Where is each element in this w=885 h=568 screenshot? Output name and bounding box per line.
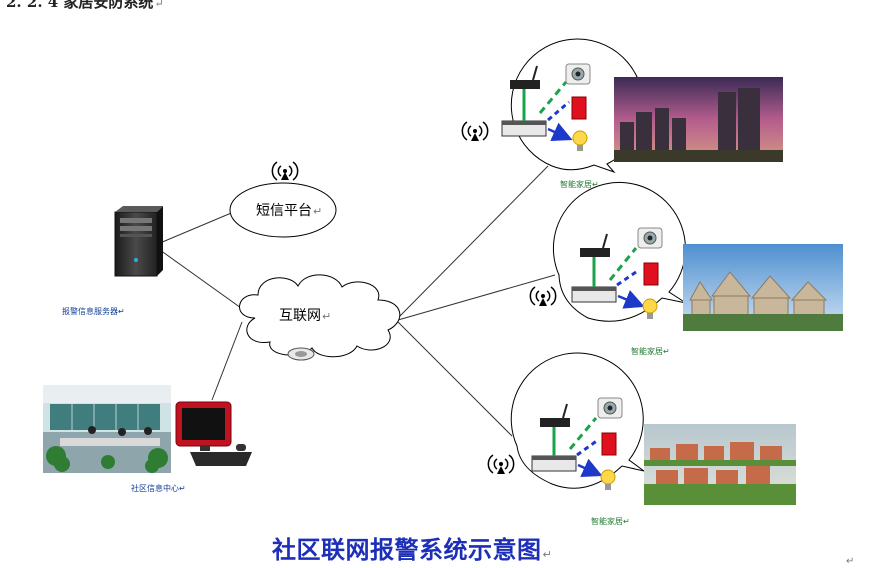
smart-home-label-2: 智能家居↵: [631, 346, 670, 357]
bulb-icon: [572, 130, 588, 151]
alarm-server-text: 报警信息服务器: [62, 307, 118, 316]
sms-platform-text: 短信平台: [256, 203, 312, 219]
smart-home-1: [461, 38, 644, 174]
para-mark: ↵: [118, 307, 125, 316]
internet-to-home3-line: [397, 321, 513, 437]
center-to-internet-line: [211, 321, 243, 401]
server-icon: [114, 206, 163, 277]
internet-text: 互联网: [279, 308, 321, 324]
router-icon: [531, 403, 577, 472]
smart-home-text: 智能家居: [560, 180, 592, 189]
router-icon: [501, 65, 547, 137]
webcam-icon: [287, 347, 315, 361]
antenna-icon: [271, 161, 299, 181]
camera-icon: [637, 227, 663, 249]
section-heading: 2. 2. 4 家居安防系统↵: [6, 0, 164, 12]
community-center-photo: [43, 385, 171, 473]
para-mark: ↵: [592, 180, 599, 189]
camera-icon: [597, 397, 623, 419]
building-photo-3: [644, 424, 796, 505]
smart-home-text: 智能家居: [591, 517, 623, 526]
alarm-server-label: 报警信息服务器↵: [62, 306, 125, 317]
para-mark: ↵: [179, 484, 186, 493]
smart-home-text: 智能家居: [631, 347, 663, 356]
alarm-sensor-icon: [571, 96, 587, 120]
para-mark: ↵: [322, 310, 332, 323]
para-mark: ↵: [623, 517, 630, 526]
section-heading-text: 2. 2. 4 家居安防系统: [6, 0, 154, 11]
para-mark: ↵: [154, 0, 164, 10]
alarm-sensor-icon: [601, 432, 617, 456]
bulb-icon: [642, 298, 658, 319]
para-mark: ↵: [663, 347, 670, 356]
para-mark: ↵: [313, 205, 323, 218]
camera-icon: [565, 63, 591, 85]
internet-to-home2-line: [397, 274, 556, 321]
internet-to-home1-line: [397, 165, 549, 319]
computer-icon: [175, 401, 252, 466]
smart-home-label-1: 智能家居↵: [560, 179, 599, 190]
building-photo-1: [614, 77, 783, 162]
smart-home-label-3: 智能家居↵: [591, 516, 630, 527]
community-center-label: 社区信息中心↵: [131, 483, 186, 494]
building-photo-2: [683, 244, 843, 331]
bulb-icon: [600, 469, 616, 490]
server-to-sms-line: [159, 210, 237, 244]
diagram-title: 社区联网报警系统示意图↵: [272, 530, 552, 565]
antenna-icon: [529, 286, 557, 306]
sms-platform-bubble: [229, 182, 337, 238]
sms-platform-label: 短信平台↵: [256, 200, 322, 220]
smart-home-2: [529, 182, 687, 322]
end-para-mark: ↵: [846, 556, 855, 567]
connection-lines: [159, 165, 556, 437]
antenna-icon: [487, 454, 515, 474]
alarm-sensor-icon: [643, 262, 659, 286]
antenna-icon: [461, 121, 489, 141]
para-mark: ↵: [542, 548, 553, 561]
internet-label: 互联网↵: [279, 305, 331, 325]
smart-home-3: [487, 352, 645, 490]
community-center-text: 社区信息中心: [131, 484, 179, 493]
diagram-title-text: 社区联网报警系统示意图: [272, 536, 542, 564]
